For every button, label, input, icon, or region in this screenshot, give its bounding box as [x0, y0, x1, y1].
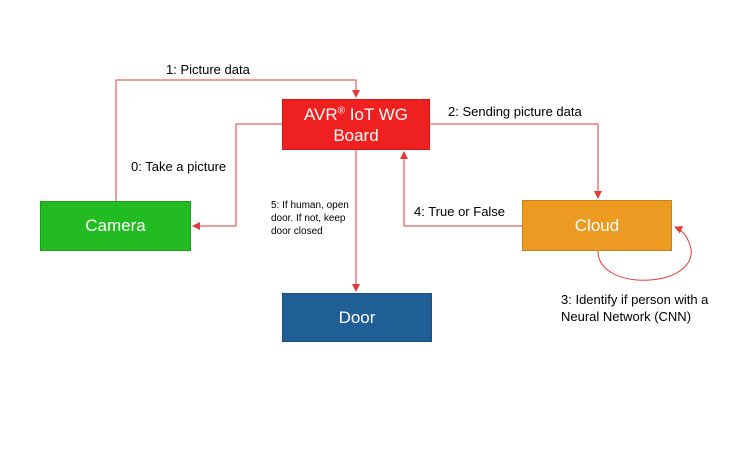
- cloud-label: Cloud: [574, 215, 620, 235]
- label-identify-person: 3: Identify if person with a Neural Netw…: [561, 292, 709, 324]
- board-label-line2: Board: [333, 125, 379, 145]
- board-label-main: AVR: [303, 104, 338, 124]
- cloud-node: Cloud: [522, 200, 672, 251]
- arrow-identify-person-loop: [597, 226, 692, 281]
- door-label: Door: [338, 307, 376, 327]
- label-sending-picture-data: 2: Sending picture data: [448, 104, 582, 119]
- registered-mark: ®: [337, 104, 346, 116]
- camera-node: Camera: [40, 201, 191, 251]
- label-open-door-condition: 5: If human, open door. If not, keep doo…: [271, 200, 349, 237]
- board-label: AVR® IoT WG Board: [304, 104, 408, 146]
- avr-iot-wg-board-node: AVR® IoT WG Board: [282, 99, 430, 150]
- label-true-or-false: 4: True or False: [414, 204, 506, 219]
- label-picture-data: 1: Picture data: [166, 62, 250, 77]
- arrow-true-or-false: [400, 151, 522, 227]
- arrow-sending-picture-data: [430, 123, 602, 199]
- camera-label: Camera: [85, 216, 146, 235]
- board-label-rest: IoT WG: [345, 104, 409, 124]
- door-node: Door: [282, 293, 432, 342]
- arrow-take-a-picture: [192, 123, 282, 230]
- label-take-a-picture: 0: Take a picture: [131, 159, 227, 174]
- arrow-picture-data: [115, 79, 360, 201]
